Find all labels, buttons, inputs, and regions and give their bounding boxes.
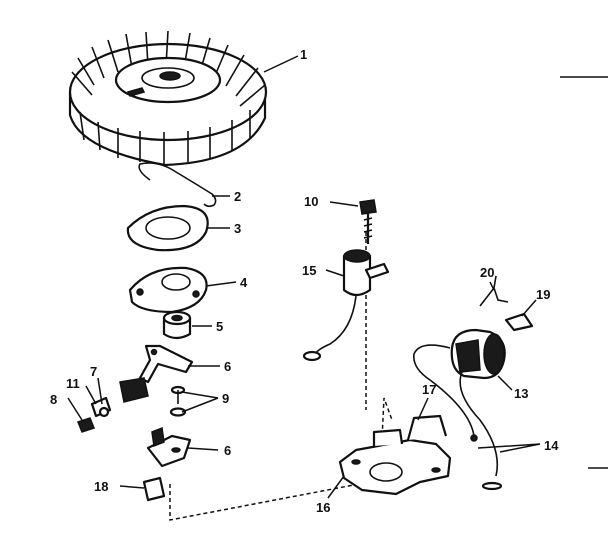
- gasket-plate-part: [126, 204, 209, 252]
- callout-13: 13: [514, 386, 528, 401]
- cam-sleeve-part: [162, 310, 192, 340]
- stator-plate-part: [128, 266, 208, 314]
- callout-4: 4: [240, 275, 248, 290]
- assembly-dash-line: [169, 397, 393, 521]
- callout-14: 14: [544, 438, 559, 453]
- callout-7: 7: [90, 364, 97, 379]
- callout-20: 20: [480, 265, 494, 280]
- callout-5: 5: [216, 319, 223, 334]
- callout-15: 15: [302, 263, 316, 278]
- spring-tab-part: [504, 312, 534, 332]
- callout-18: 18: [94, 479, 108, 494]
- callout-3: 3: [234, 221, 241, 236]
- key-wire-part: [138, 162, 217, 208]
- spring-clip-part: [479, 275, 509, 307]
- callout-2: 2: [234, 189, 241, 204]
- ignition-coil-part: [450, 328, 506, 380]
- callout-9: 9: [222, 391, 229, 406]
- screw-part: [359, 199, 377, 244]
- callout-8: 8: [50, 392, 57, 407]
- callout-19: 19: [536, 287, 550, 302]
- point-base-part: [146, 426, 192, 468]
- callout-10: 10: [304, 194, 318, 209]
- callout-17: 17: [422, 382, 436, 397]
- breaker-arm-part: [138, 344, 194, 384]
- terminal-cluster-part: [77, 377, 149, 433]
- callout-11: 11: [66, 376, 80, 391]
- callout-1: 1: [300, 47, 307, 62]
- coil-leads-part: [413, 344, 503, 491]
- flywheel-part: [68, 30, 268, 167]
- felt-part: [142, 476, 166, 502]
- leader-lines: [67, 55, 541, 499]
- coil-bracket-part: [338, 414, 452, 496]
- callout-16: 16: [316, 500, 330, 515]
- callout-labels: 1 2 3 4 5 6 6 7 8 9 10 11 13 14 15 16 17…: [50, 47, 559, 515]
- screw-washer-part: [169, 385, 187, 417]
- condenser-part: [302, 249, 390, 362]
- callout-6-lower: 6: [224, 443, 231, 458]
- callout-6-upper: 6: [224, 359, 231, 374]
